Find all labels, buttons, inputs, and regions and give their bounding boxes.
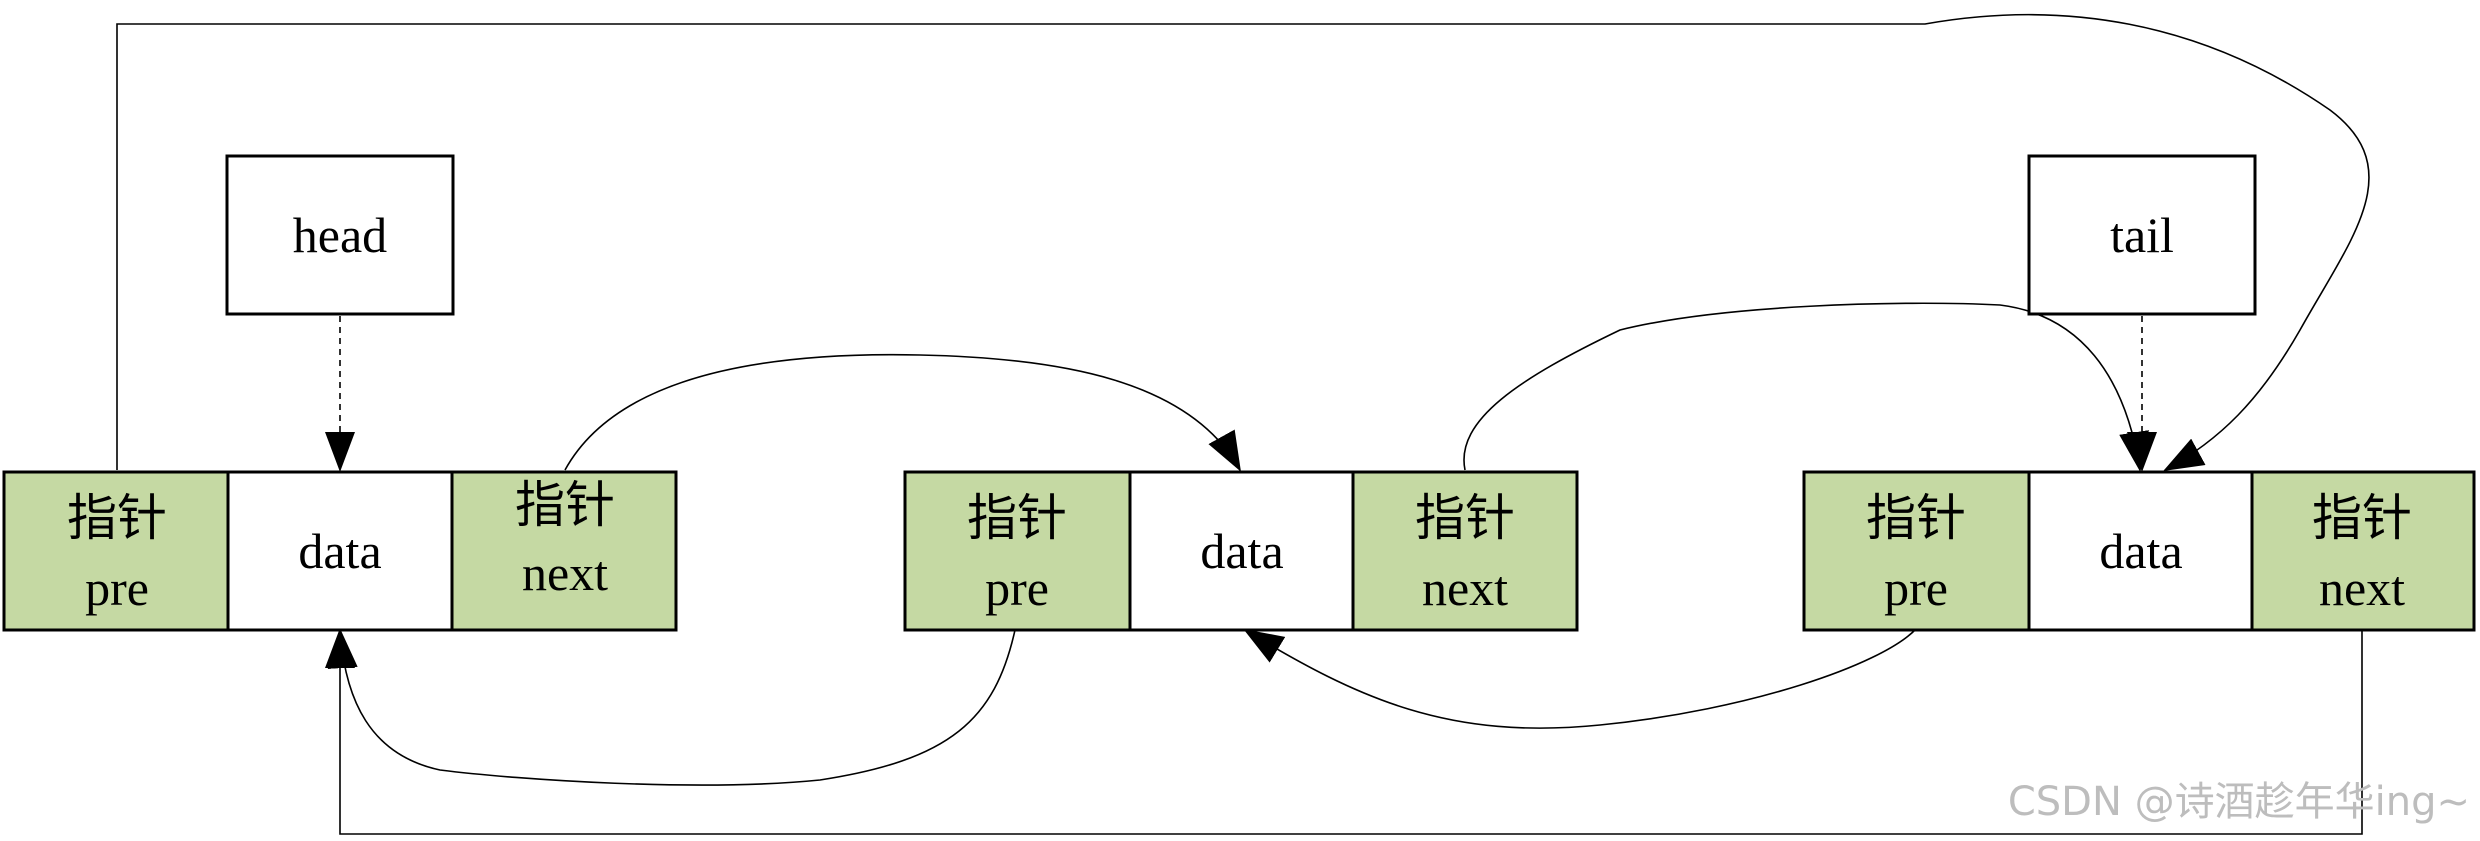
node1-pre-label-line2: pre	[85, 560, 149, 616]
circular-link-node3-next-to-node1-data	[325, 628, 2363, 835]
node2-pre-cell	[903, 470, 1132, 632]
node1-pre-cell	[2, 470, 230, 632]
node3-pre-cell	[1802, 470, 2031, 632]
node1-data-label: data	[298, 523, 381, 579]
link-node1-next-to-node2-data	[564, 353, 1241, 472]
node1-next-cell	[450, 470, 678, 632]
list-node-1: 指针 pre data 指针 next	[2, 470, 678, 632]
node3-next-label-line1: 指针	[2312, 490, 2412, 546]
tail-label: tail	[2110, 207, 2174, 263]
csdn-watermark: CSDN @诗酒趁年华ing~	[2008, 779, 2470, 825]
node1-next-label-line1: 指针	[515, 477, 615, 533]
node1-data-cell	[226, 470, 454, 632]
node1-next-label-line2: next	[522, 545, 608, 601]
tail-pointer-box: tail	[2027, 154, 2257, 316]
node3-data-label: data	[2099, 523, 2182, 579]
head-pointer-box: head	[225, 154, 455, 316]
node3-next-cell	[2250, 470, 2476, 632]
link-node2-pre-to-node1-data	[327, 628, 1016, 786]
node3-pre-label-line2: pre	[1884, 560, 1948, 616]
node3-pre-label-line1: 指针	[1866, 490, 1966, 546]
link-node2-next-to-node3-data	[1463, 302, 2149, 472]
node2-data-cell	[1128, 470, 1355, 632]
list-node-3: 指针 pre data 指针 next	[1802, 470, 2476, 632]
node1-pre-label-line1: 指针	[67, 490, 167, 546]
node3-next-label-line2: next	[2319, 560, 2405, 616]
node2-pre-label-line1: 指针	[967, 490, 1067, 546]
node2-next-label-line1: 指针	[1415, 490, 1515, 546]
circular-link-node1-pre-to-node3-data	[116, 13, 2370, 471]
node2-data-label: data	[1200, 523, 1283, 579]
node2-next-cell	[1351, 470, 1579, 632]
node2-next-label-line2: next	[1422, 560, 1508, 616]
list-node-2: 指针 pre data 指针 next	[903, 470, 1579, 632]
link-node3-pre-to-node2-data	[1243, 628, 1916, 729]
head-label: head	[293, 207, 387, 263]
node2-pre-label-line2: pre	[985, 560, 1049, 616]
